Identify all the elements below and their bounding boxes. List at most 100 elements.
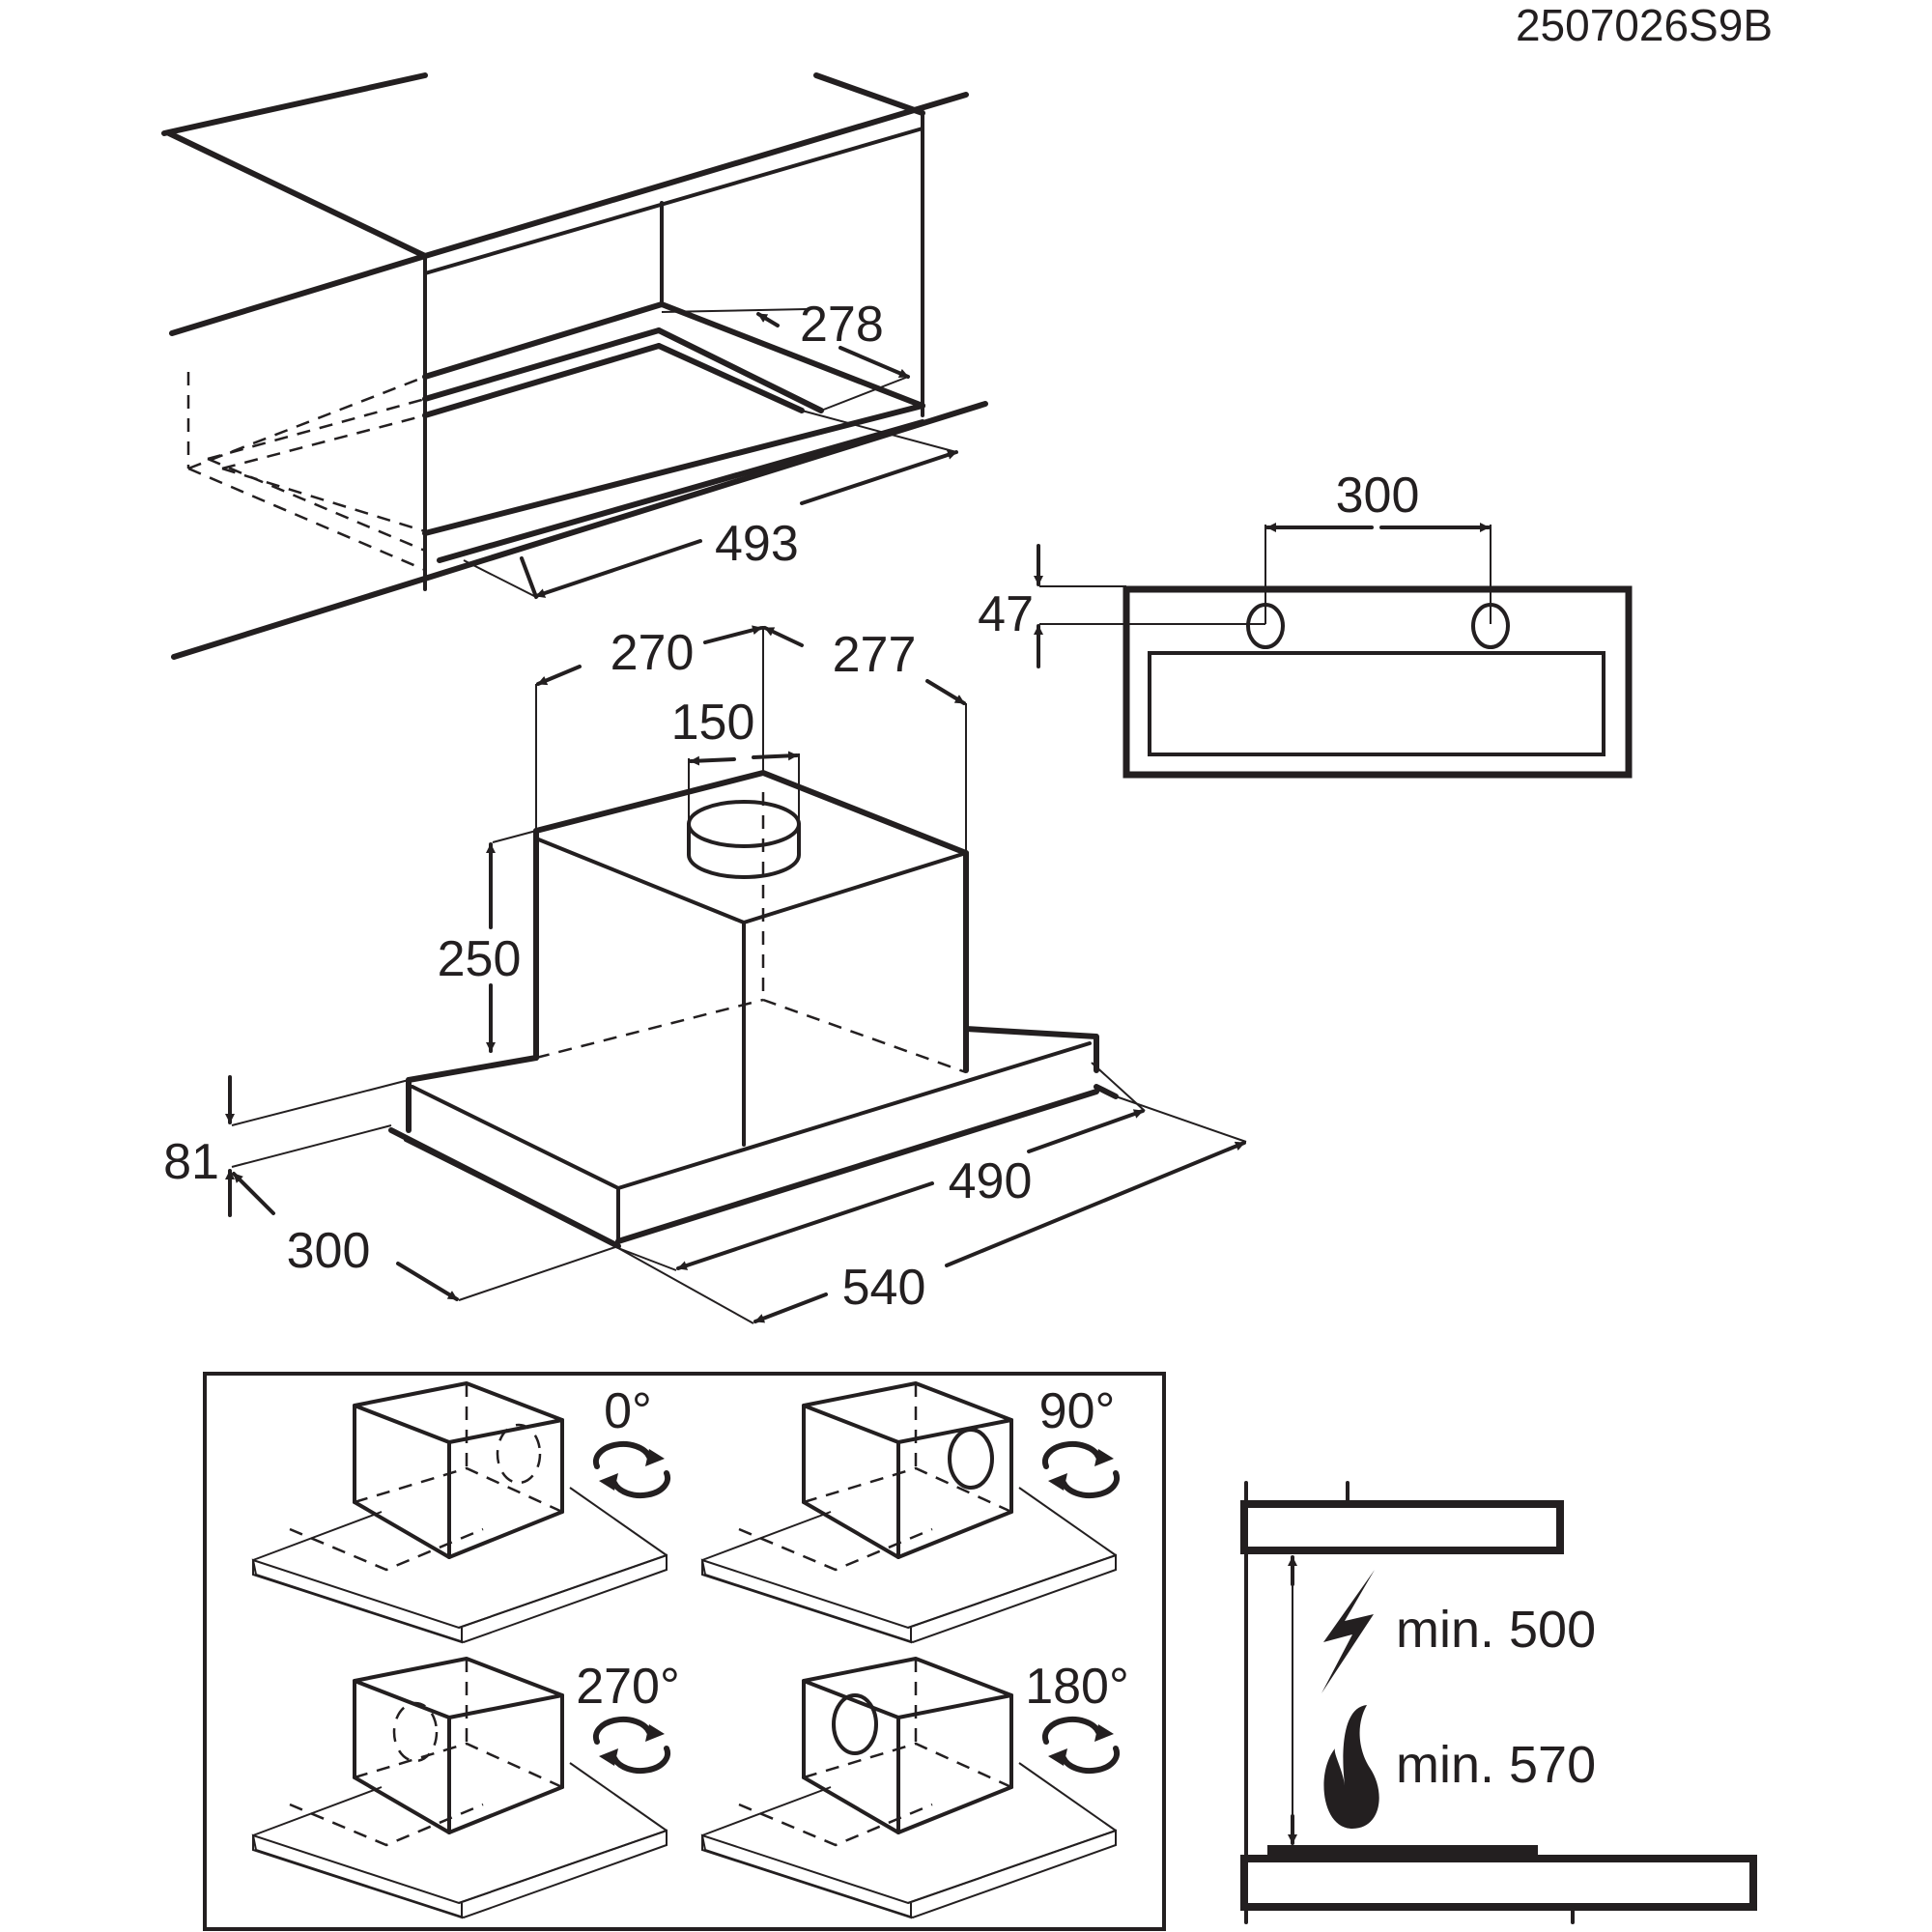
dim-300-arrow-right	[396, 1262, 459, 1301]
hood-base-edge	[458, 1554, 668, 1629]
rotate-arrow-top	[1041, 1440, 1101, 1469]
dim-493-arrow-left	[534, 539, 702, 598]
base-right-lip	[1094, 1084, 1119, 1099]
hidden-edge	[221, 467, 426, 533]
cabinet-view: 278 493	[161, 72, 988, 660]
top-view: 300 47	[978, 468, 1633, 779]
dim-ext	[231, 1079, 410, 1126]
rotate-arrow-top	[592, 1440, 652, 1469]
hood-base-plate	[251, 1829, 668, 1919]
rotation-option: 270°	[251, 1657, 680, 1919]
dim-300-depth-label: 300	[287, 1223, 371, 1279]
cabinet-top-front-edge	[422, 92, 969, 259]
rotation-angle-label: 180°	[1025, 1659, 1129, 1715]
rotate-arrowhead	[599, 1473, 618, 1491]
rotation-panel-frame	[203, 1372, 1166, 1931]
document-code: 2507026S9B	[1516, 0, 1773, 50]
dim-493-arrow-right	[800, 450, 958, 505]
dim-ext	[1115, 1095, 1247, 1143]
hood-base-edge	[1018, 1762, 1117, 1832]
duct-outlet-hole	[832, 1693, 878, 1755]
dim-278-arrow-right	[838, 346, 910, 379]
flame-icon	[1323, 1705, 1379, 1829]
lightning-icon	[1321, 1570, 1375, 1693]
rotate-arrow-bottom	[1061, 1470, 1121, 1499]
hood-view: 270 277 150 250 81 300 490	[163, 625, 1247, 1324]
rotate-arrows-icon	[1041, 1716, 1121, 1775]
dim-47-label: 47	[978, 586, 1034, 642]
chimney-hidden-edge	[803, 1466, 1012, 1514]
hidden-edge	[187, 467, 426, 572]
rotation-option: 0°	[251, 1381, 671, 1644]
dim-ext	[617, 1247, 677, 1271]
chimney-top	[353, 1657, 564, 1719]
hood-base-edge	[252, 1511, 383, 1561]
rotation-option: 90°	[700, 1381, 1121, 1644]
opening-front-edge	[422, 403, 925, 536]
rotation-angle-label: 270°	[576, 1659, 680, 1715]
hood-base-edge	[701, 1511, 832, 1561]
rotate-arrowhead	[645, 1724, 665, 1742]
dim-150-arrow-left	[689, 755, 736, 766]
chimney-bottom	[802, 1776, 1013, 1834]
dim-278-ext	[661, 308, 808, 313]
chimney-bottom	[353, 1776, 564, 1834]
hidden-edge	[207, 397, 426, 461]
cooktop-profile	[1240, 1855, 1757, 1911]
base-top-left	[406, 1055, 539, 1083]
filter-panel	[1148, 651, 1605, 756]
hood-base-edge	[907, 1554, 1117, 1629]
chimney-hidden-edge	[762, 998, 967, 1074]
dim-250-label: 250	[438, 931, 522, 987]
chimney-hidden-edge	[354, 1742, 563, 1789]
cabinet-bottom-line	[171, 401, 988, 660]
dim-150-arrow-right	[752, 751, 799, 761]
dim-490-arrow-right	[1027, 1109, 1145, 1153]
base-top-right	[963, 1026, 1099, 1073]
outlet-body	[687, 822, 801, 879]
dim-ext	[231, 1124, 392, 1168]
chimney-top-back	[533, 770, 969, 856]
hood-base-edge	[252, 1835, 463, 1919]
rotate-arrow-top	[1041, 1716, 1101, 1745]
dim-ext	[492, 830, 537, 843]
dim-278-ext	[820, 376, 909, 412]
dim-493-label: 493	[715, 516, 799, 572]
rotation-angle-label: 0°	[604, 1383, 652, 1439]
opening-inner-side	[656, 327, 824, 413]
hood-base-edge	[701, 1786, 832, 1836]
hood-base-edge	[569, 1762, 668, 1832]
rotate-arrowhead	[1048, 1473, 1067, 1491]
hood-base-edge	[701, 1835, 912, 1919]
chimney-top-front	[534, 837, 968, 924]
clearance-electric-label: min. 500	[1396, 1601, 1596, 1659]
hood-base-plate	[251, 1553, 668, 1644]
chimney-hidden-edge	[535, 998, 764, 1060]
hood-base-edge	[907, 1830, 1117, 1904]
hood-base-edge	[458, 1830, 668, 1904]
clearance-panel: min. 500 min. 570	[1240, 1481, 1757, 1924]
opening-inner-back-2	[422, 343, 662, 418]
hood-base-plate	[700, 1829, 1117, 1919]
duct-outlet-hole	[948, 1428, 994, 1490]
hidden-edge	[221, 413, 426, 470]
dim-270-arrow-right	[703, 625, 763, 644]
cabinet-top-side-edge	[166, 130, 428, 259]
hood-base-edge	[252, 1560, 463, 1644]
dim-300-arrow-left	[232, 1172, 275, 1215]
rotate-arrow-top	[592, 1716, 652, 1745]
rotate-arrows-icon	[592, 1440, 671, 1499]
cabinet-top-right-edge	[813, 72, 925, 116]
dim-540-arrow-left	[753, 1293, 828, 1323]
rotate-arrowhead	[599, 1748, 618, 1766]
rotate-arrows-icon	[1041, 1440, 1121, 1499]
dim-300-top-label: 300	[1336, 468, 1420, 524]
chimney-bottom	[353, 1500, 564, 1559]
base-bottom-front	[615, 1089, 1099, 1244]
chimney-hidden-edge	[803, 1742, 1012, 1789]
dim-540-label: 540	[842, 1260, 926, 1316]
base-trim	[404, 1138, 611, 1243]
rotate-arrowhead	[1094, 1724, 1114, 1742]
base-top-front-right	[616, 1041, 1092, 1190]
